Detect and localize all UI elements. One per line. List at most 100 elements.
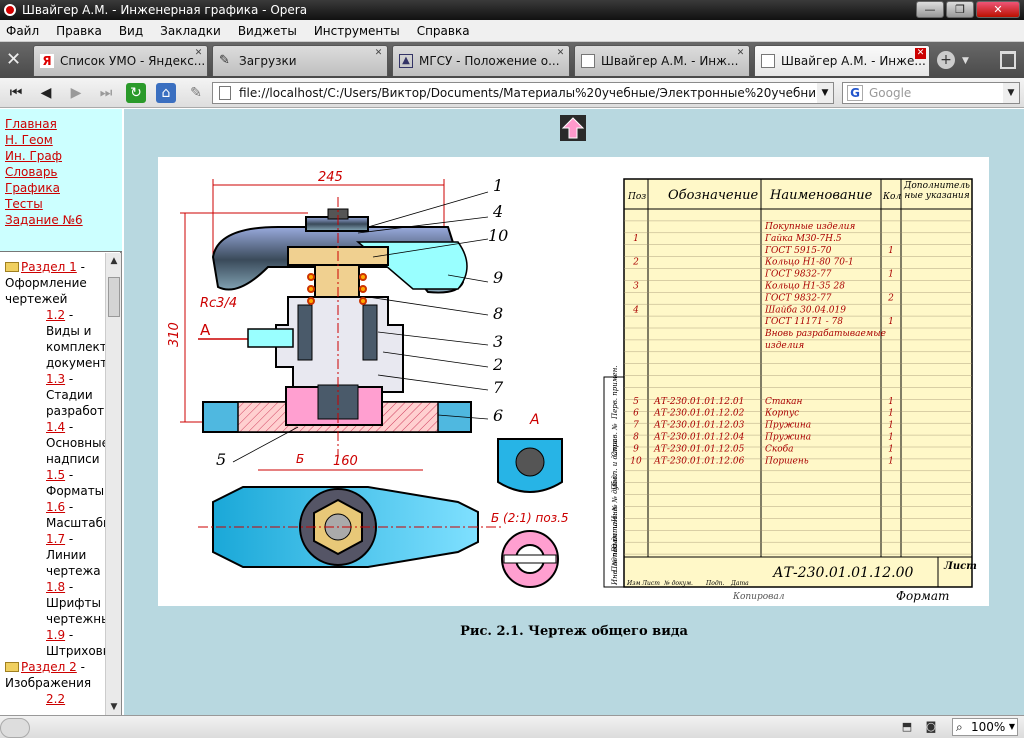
spec-name-cell: Пружина: [764, 433, 811, 443]
opera-logo-icon: [4, 4, 16, 16]
svg-text:Подп.: Подп.: [705, 580, 725, 587]
spec-name-cell: ГОСТ 9832-77: [764, 270, 832, 280]
close-tab-icon[interactable]: ✕: [736, 48, 745, 58]
page-icon: [761, 54, 775, 68]
view-b-label: Б: [296, 452, 304, 466]
menu-widgets[interactable]: Виджеты: [237, 23, 297, 38]
menu-file[interactable]: Файл: [6, 23, 40, 38]
search-field[interactable]: G Google ▼: [842, 82, 1020, 104]
spec-name-cell: Кольцо Н1-35 28: [764, 282, 845, 292]
section-2-link[interactable]: Раздел 2: [21, 660, 77, 674]
spec-name-cell: Шайба 30.04.019: [764, 304, 846, 315]
maximize-button[interactable]: ❐: [946, 1, 974, 18]
spec-name-cell: Гайка М30-7Н.5: [764, 234, 842, 244]
panel-toggle-icon[interactable]: ✕: [6, 49, 22, 70]
toc-link-graphics[interactable]: Графика: [5, 181, 60, 195]
tab-downloads[interactable]: ✎ Загрузки ✕: [212, 45, 388, 76]
new-tab-icon[interactable]: +: [937, 51, 955, 69]
scroll-thumb[interactable]: [108, 277, 120, 317]
sidebar-scrollbar[interactable]: ▲ ▼: [105, 253, 121, 715]
toc-link-geom[interactable]: Н. Геом: [5, 133, 53, 147]
camera-icon[interactable]: ◙: [925, 720, 937, 733]
rewind-icon[interactable]: ⏮: [9, 85, 23, 101]
spec-designation-cell: АТ-230.01.01.12.05: [653, 444, 745, 454]
spec-pos-cell: 6: [633, 409, 639, 419]
toc-link-dictionary[interactable]: Ин. Граф Словарь: [5, 149, 62, 179]
casing-wall-right: [362, 304, 378, 361]
nav-item: 1.3 -Стадии разработки: [46, 372, 105, 418]
stamp-sheet: Лист: [943, 561, 977, 572]
toc-link-tests[interactable]: Тесты: [5, 197, 43, 211]
toc-link-task6[interactable]: Задание №6: [5, 213, 83, 227]
address-dropdown-icon[interactable]: ▼: [817, 83, 833, 103]
close-tab-icon[interactable]: ✕: [374, 48, 383, 58]
menu-edit[interactable]: Правка: [56, 23, 102, 38]
svg-text:№ докум.: № докум.: [663, 580, 693, 587]
zoom-value: 100%: [971, 720, 1006, 734]
spec-pos-cell: 4: [632, 305, 639, 315]
main-content: 2 4 5 3 10: [124, 109, 1024, 715]
svg-text:5: 5: [216, 450, 226, 469]
toc-panel: Главная Н. Геом Ин. Граф Словарь Графика…: [0, 109, 122, 252]
spec-pos-cell: 5: [633, 397, 639, 407]
zoom-dropdown-icon[interactable]: ▼: [1008, 722, 1015, 731]
menu-tools[interactable]: Инструменты: [313, 23, 400, 38]
close-tab-icon[interactable]: ✕: [915, 48, 926, 59]
zoom-control[interactable]: ⌕ 100% ▼: [952, 718, 1018, 736]
reload-icon[interactable]: ↻: [126, 83, 146, 103]
spec-designation-cell: АТ-230.01.01.12.04: [653, 433, 745, 443]
toc-link-main[interactable]: Главная: [5, 117, 57, 131]
view-a-label: А: [200, 321, 211, 339]
tab-list-icon[interactable]: ▼: [962, 56, 969, 66]
home-icon[interactable]: ⌂: [156, 83, 176, 103]
tab-shvaiger-active[interactable]: Швайгер А.М. - Инже... ✕: [754, 45, 930, 76]
tab-mgsu[interactable]: ▲ МГСУ - Положение о... ✕: [392, 45, 570, 76]
spec-row-lines: [624, 220, 972, 555]
svg-text:3: 3: [493, 332, 503, 351]
spec-pos-cell: 8: [633, 433, 639, 443]
close-tab-icon[interactable]: ✕: [556, 48, 565, 58]
spec-name-cell: ГОСТ 9832-77: [764, 293, 832, 303]
menu-bookmarks[interactable]: Закладки: [160, 23, 221, 38]
forward-icon[interactable]: ▶: [70, 85, 82, 101]
svg-text:4: 4: [492, 202, 503, 221]
svg-text:7: 7: [493, 378, 504, 397]
trash-icon[interactable]: [1000, 51, 1016, 69]
tab-shvaiger-1[interactable]: Швайгер А.М. - Инж... ✕: [574, 45, 750, 76]
minimize-button[interactable]: —: [916, 1, 944, 18]
address-field[interactable]: file://localhost/C:/Users/Виктор/Documen…: [212, 82, 834, 104]
folder-icon: [5, 662, 19, 672]
menu-help[interactable]: Справка: [416, 23, 470, 38]
nav-item: 1.8 -Шрифты чертежные: [46, 580, 105, 626]
status-left-widget[interactable]: [0, 718, 30, 738]
sidebar: Главная Н. Геом Ин. Граф Словарь Графика…: [0, 109, 122, 715]
spring-left: [307, 273, 315, 305]
fast-forward-icon[interactable]: ⏭: [99, 85, 113, 101]
speed-dial-icon[interactable]: ⬒: [901, 720, 913, 733]
scroll-down-icon[interactable]: ▼: [110, 702, 118, 712]
spec-pos-cell: 2: [632, 258, 639, 268]
spec-qty-cell: 1: [888, 317, 894, 327]
spec-qty-cell: 1: [888, 433, 894, 443]
page-icon: [581, 54, 595, 68]
close-window-button[interactable]: ✕: [976, 1, 1020, 18]
edit-icon[interactable]: ✎: [190, 85, 202, 101]
svg-text:Изм: Изм: [626, 580, 641, 587]
nav-item: 1.7 -Линии чертежа: [46, 532, 101, 578]
back-icon[interactable]: ◀: [40, 85, 52, 101]
address-url: file://localhost/C:/Users/Виктор/Documen…: [239, 86, 834, 100]
tab-yandex[interactable]: Я Список УМО - Яндекс... ✕: [33, 45, 208, 76]
spec-qty-cell: 1: [888, 456, 894, 466]
spec-name-cell: Пружина: [764, 421, 811, 431]
menu-view[interactable]: Вид: [118, 23, 144, 38]
nav-item: 2.2: [46, 692, 66, 706]
spec-name-cell: Поршень: [764, 456, 809, 466]
spec-headers: Поз Обозначение Наименование Кол: [627, 188, 901, 203]
search-dropdown-icon[interactable]: ▼: [1003, 83, 1019, 103]
svg-text:10: 10: [488, 226, 508, 245]
inlet-fitting: [247, 328, 294, 348]
close-tab-icon[interactable]: ✕: [194, 48, 203, 58]
scroll-up-icon[interactable]: ▲: [110, 256, 118, 266]
section-1-link[interactable]: Раздел 1: [21, 260, 77, 274]
up-arrow-button[interactable]: [560, 115, 586, 141]
